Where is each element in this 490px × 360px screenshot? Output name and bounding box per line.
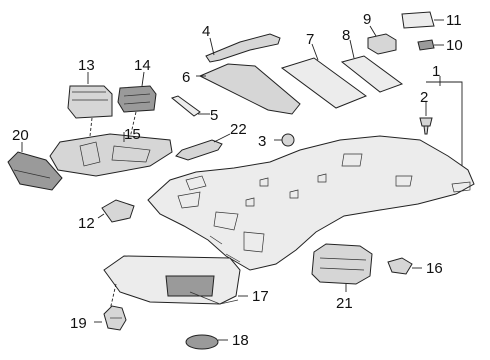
callout-17: 17 bbox=[252, 288, 269, 305]
part-2 bbox=[419, 117, 433, 135]
callout-20: 20 bbox=[12, 127, 29, 144]
callout-13: 13 bbox=[78, 57, 95, 74]
part-11 bbox=[401, 11, 435, 29]
part-15 bbox=[49, 133, 173, 177]
part-16 bbox=[387, 257, 413, 275]
callout-5: 5 bbox=[210, 107, 218, 124]
part-14 bbox=[117, 85, 157, 113]
part-21 bbox=[311, 243, 373, 285]
callout-7: 7 bbox=[306, 31, 314, 48]
callout-1: 1 bbox=[432, 63, 440, 80]
part-13 bbox=[67, 85, 113, 119]
callout-11: 11 bbox=[446, 12, 462, 29]
part-18 bbox=[185, 334, 219, 350]
callout-4: 4 bbox=[202, 23, 210, 40]
callout-15: 15 bbox=[124, 126, 141, 143]
callout-22: 22 bbox=[230, 121, 247, 138]
callout-14: 14 bbox=[134, 57, 151, 74]
callout-19: 19 bbox=[70, 315, 87, 332]
part-6 bbox=[198, 63, 301, 115]
callout-12: 12 bbox=[78, 215, 95, 232]
part-9 bbox=[367, 33, 397, 55]
part-10 bbox=[417, 39, 435, 51]
part-17 bbox=[103, 255, 241, 305]
part-7 bbox=[280, 57, 368, 109]
part-5 bbox=[170, 95, 201, 117]
callout-16: 16 bbox=[426, 260, 443, 277]
part-3 bbox=[281, 133, 295, 147]
part-4 bbox=[205, 33, 281, 63]
callout-9: 9 bbox=[363, 11, 371, 28]
callout-10: 10 bbox=[446, 37, 463, 54]
part-19 bbox=[103, 305, 127, 331]
callout-21: 21 bbox=[336, 295, 353, 312]
callout-8: 8 bbox=[342, 27, 350, 44]
callout-6: 6 bbox=[182, 69, 190, 86]
callout-18: 18 bbox=[232, 332, 249, 349]
callout-2: 2 bbox=[420, 89, 428, 106]
part-20 bbox=[7, 151, 63, 191]
part-8 bbox=[340, 55, 404, 93]
part-12 bbox=[101, 199, 135, 223]
part-22 bbox=[175, 139, 223, 161]
callout-3: 3 bbox=[258, 133, 266, 150]
part-1-headliner bbox=[147, 135, 475, 271]
